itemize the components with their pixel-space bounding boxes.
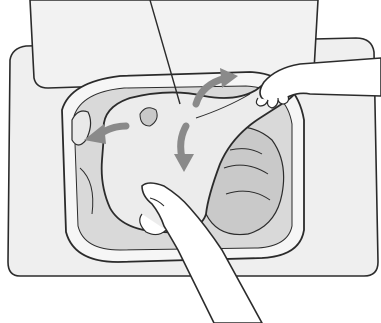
washing-machine-drawing [0, 0, 381, 323]
instruction-illustration [0, 0, 381, 323]
